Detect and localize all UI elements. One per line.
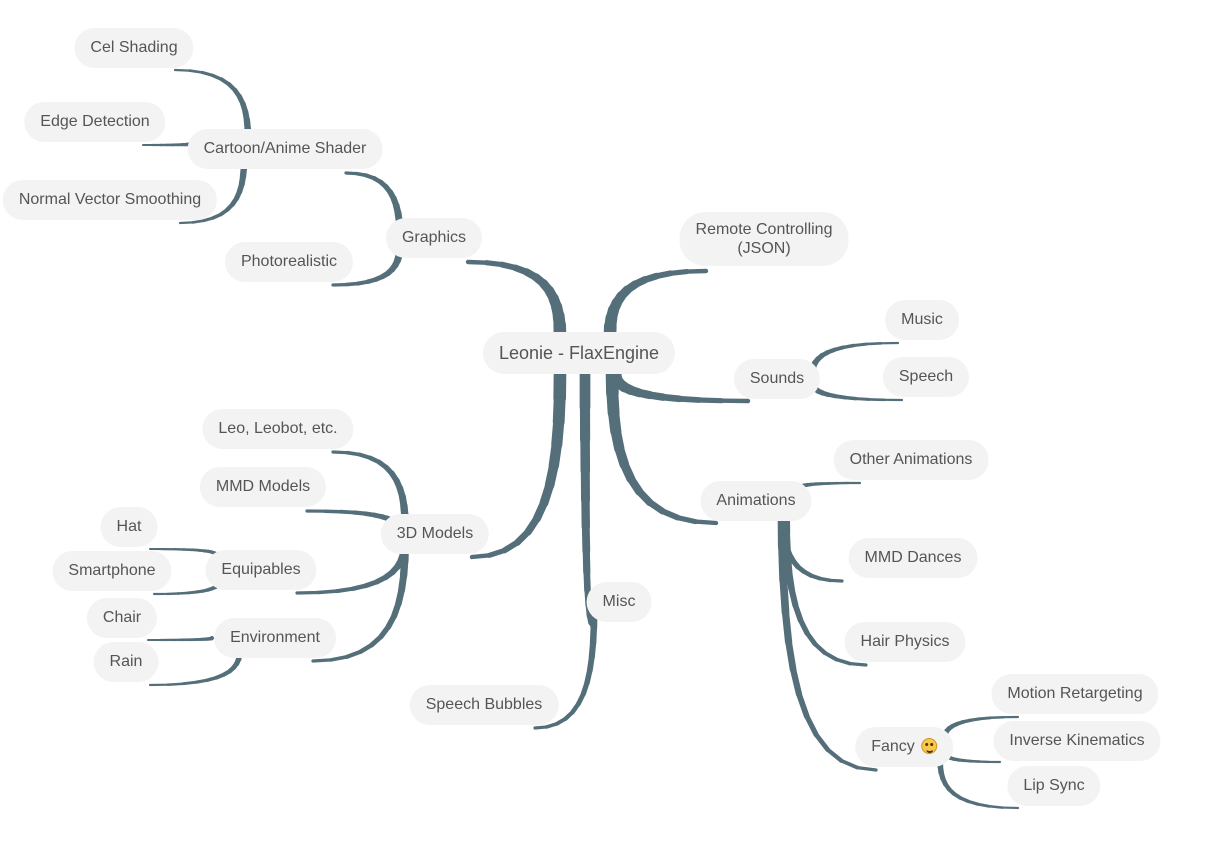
- node-cel[interactable]: Cel Shading: [74, 28, 194, 68]
- node-speech[interactable]: Speech: [882, 357, 970, 397]
- node-label: Cel Shading: [90, 39, 178, 56]
- node-sounds[interactable]: Sounds: [733, 359, 821, 399]
- node-label: Equipables: [221, 561, 301, 578]
- node-chair[interactable]: Chair: [86, 598, 158, 638]
- node-cartoon[interactable]: Cartoon/Anime Shader: [187, 129, 383, 169]
- node-lip[interactable]: Lip Sync: [1007, 766, 1101, 806]
- link-cartoon-cel: [173, 68, 252, 142]
- node-fancy[interactable]: Fancy: [855, 727, 953, 767]
- node-label: Lip Sync: [1023, 777, 1085, 794]
- node-dances[interactable]: MMD Dances: [848, 538, 978, 578]
- link-fancy-lip: [937, 757, 1020, 810]
- link-anim-fancy: [777, 507, 878, 772]
- node-label: Environment: [230, 629, 320, 646]
- node-rain[interactable]: Rain: [93, 642, 159, 682]
- node-bubbles[interactable]: Speech Bubbles: [409, 685, 559, 725]
- node-misc[interactable]: Misc: [586, 582, 652, 622]
- node-label: Sounds: [749, 370, 805, 387]
- node-label: Inverse Kinematics: [1009, 732, 1145, 749]
- node-label: Music: [901, 311, 943, 328]
- node-label: Speech: [898, 368, 954, 385]
- node-remote[interactable]: Remote Controlling (JSON): [679, 212, 849, 266]
- node-ik[interactable]: Inverse Kinematics: [993, 721, 1161, 761]
- node-hair[interactable]: Hair Physics: [844, 622, 966, 662]
- node-label: Chair: [102, 609, 142, 626]
- link-misc-bubbles: [533, 608, 598, 730]
- link-root-misc: [579, 367, 595, 628]
- node-mmdmodels[interactable]: MMD Models: [199, 467, 327, 507]
- link-root-models: [469, 366, 567, 560]
- link-anim-other: [797, 481, 862, 491]
- node-label: Fancy: [871, 738, 915, 755]
- node-label: Remote Controlling (JSON): [695, 221, 833, 257]
- node-equip[interactable]: Equipables: [205, 550, 317, 590]
- node-root[interactable]: Leonie - FlaxEngine: [482, 332, 676, 374]
- link-root-sounds: [608, 366, 751, 404]
- node-label: Leo, Leobot, etc.: [218, 420, 338, 437]
- node-label: Misc: [602, 593, 636, 610]
- node-label: Leonie - FlaxEngine: [498, 343, 660, 363]
- node-label: MMD Dances: [864, 549, 962, 566]
- node-edge[interactable]: Edge Detection: [24, 102, 166, 142]
- node-label: Animations: [716, 492, 796, 509]
- node-motion[interactable]: Motion Retargeting: [991, 674, 1159, 714]
- node-env[interactable]: Environment: [214, 618, 336, 658]
- node-phone[interactable]: Smartphone: [52, 551, 172, 591]
- node-normal[interactable]: Normal Vector Smoothing: [2, 180, 218, 220]
- node-label: Hat: [116, 518, 142, 535]
- node-label: Photorealistic: [240, 253, 338, 270]
- node-label: MMD Models: [215, 478, 311, 495]
- node-label: Speech Bubbles: [425, 696, 543, 713]
- node-label: Normal Vector Smoothing: [18, 191, 202, 208]
- node-music[interactable]: Music: [885, 300, 959, 340]
- link-root-graphics: [465, 259, 567, 342]
- node-leo[interactable]: Leo, Leobot, etc.: [202, 409, 354, 449]
- link-cartoon-edge: [141, 142, 192, 147]
- link-root-anim: [605, 366, 719, 526]
- face-with-monocle-icon: [920, 738, 937, 754]
- link-fancy-ik: [941, 749, 1002, 764]
- node-label: Edge Detection: [40, 113, 150, 130]
- node-hat[interactable]: Hat: [100, 507, 158, 547]
- node-anim[interactable]: Animations: [700, 481, 812, 521]
- node-models[interactable]: 3D Models: [380, 514, 490, 554]
- node-graphics[interactable]: Graphics: [385, 218, 483, 258]
- link-env-chair: [146, 636, 214, 642]
- node-other[interactable]: Other Animations: [833, 440, 989, 480]
- node-label: Other Animations: [849, 451, 973, 468]
- node-label: Cartoon/Anime Shader: [203, 140, 367, 157]
- node-photo[interactable]: Photorealistic: [224, 242, 354, 282]
- link-root-remote: [603, 268, 709, 342]
- node-label: 3D Models: [396, 525, 474, 542]
- node-label: Hair Physics: [860, 633, 950, 650]
- node-label: Graphics: [401, 229, 467, 246]
- node-label: Motion Retargeting: [1007, 685, 1143, 702]
- node-label: Rain: [109, 653, 143, 670]
- node-label: Smartphone: [68, 562, 156, 579]
